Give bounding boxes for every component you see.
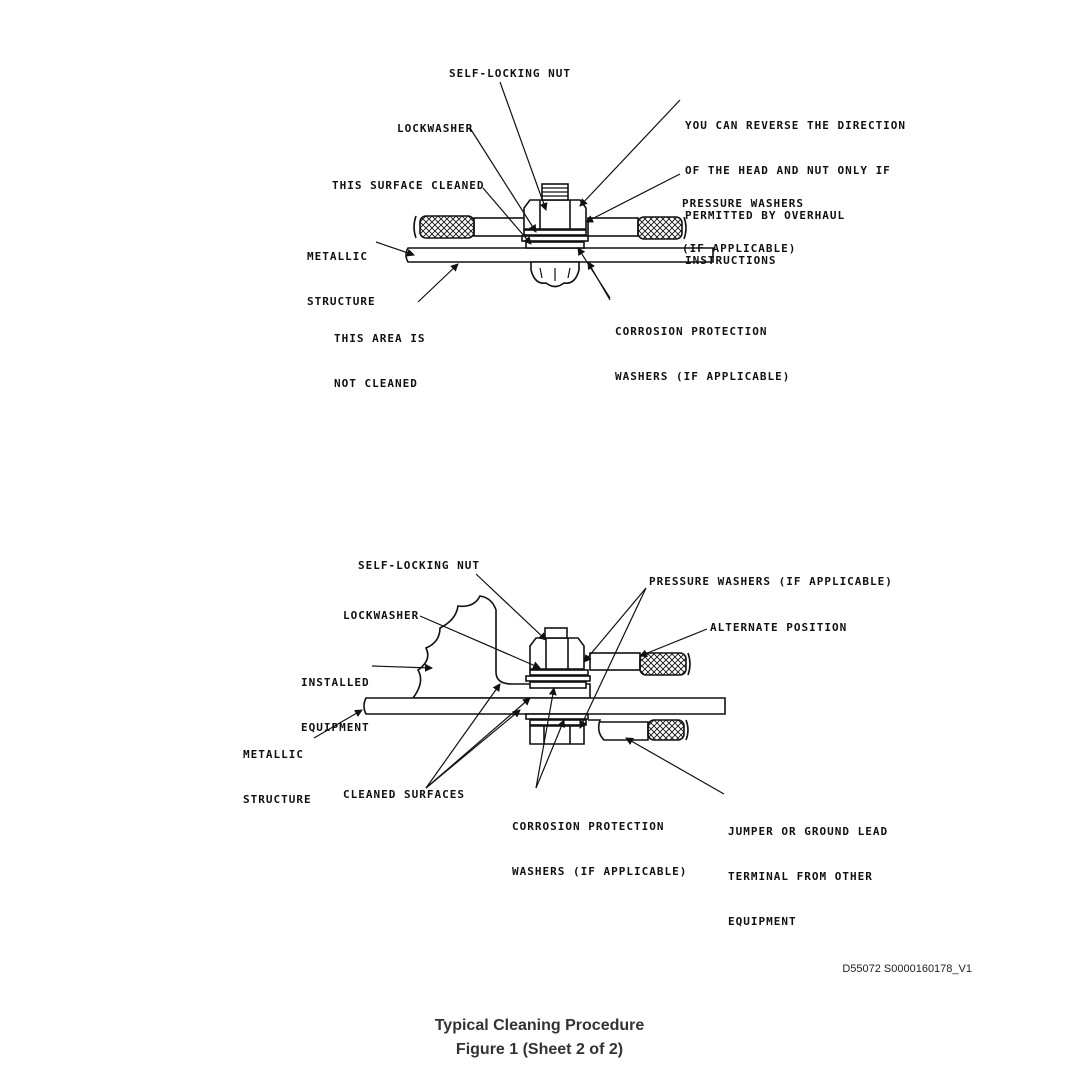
bottom-jumper-lead-label: JUMPER OR GROUND LEAD TERMINAL FROM OTHE… — [728, 794, 888, 944]
top-right-lug — [587, 217, 639, 237]
metallic-structure-line: STRUCTURE — [243, 793, 312, 806]
bottom-jumper-lug — [588, 719, 649, 741]
metallic-structure-line: METALLIC — [307, 250, 368, 263]
jumper-lead-line: JUMPER OR GROUND LEAD — [728, 825, 889, 838]
bottom-alternate-position-label: ALTERNATE POSITION — [710, 621, 848, 634]
bottom-top-lug — [589, 652, 641, 671]
bottom-cleaned-surfaces-label: CLEANED SURFACES — [343, 788, 465, 801]
jumper-lead-line: TERMINAL FROM OTHER — [728, 870, 873, 883]
reverse-note-line: PERMITTED BY OVERHAUL — [685, 209, 846, 222]
top-pressure-washers-label: PRESSURE WASHERS (IF APPLICABLE) — [682, 166, 804, 271]
jumper-lead-line: EQUIPMENT — [728, 915, 797, 928]
reverse-note-line: INSTRUCTIONS — [685, 254, 777, 267]
area-not-cleaned-line: THIS AREA IS — [334, 332, 426, 345]
metallic-structure-line: STRUCTURE — [307, 295, 376, 308]
reverse-note-line: YOU CAN REVERSE THE DIRECTION — [685, 119, 907, 132]
top-metallic-structure-label: METALLIC STRUCTURE — [307, 219, 376, 324]
bottom-corrosion-washers-label: CORROSION PROTECTION WASHERS (IF APPLICA… — [512, 789, 687, 894]
top-left-wire — [419, 215, 475, 239]
bottom-nut — [529, 637, 585, 670]
top-assembly — [405, 183, 714, 288]
bottom-top-wire — [639, 652, 687, 676]
bottom-jumper-wire — [647, 719, 685, 741]
area-not-cleaned-line: NOT CLEANED — [334, 377, 418, 390]
top-area-not-cleaned-label: THIS AREA IS NOT CLEANED — [334, 301, 425, 406]
top-reverse-note: YOU CAN REVERSE THE DIRECTION OF THE HEA… — [685, 88, 906, 283]
corrosion-washers-line: CORROSION PROTECTION — [512, 820, 665, 833]
top-self-locking-nut-label: SELF-LOCKING NUT — [449, 67, 571, 80]
corrosion-washers-line: WASHERS (IF APPLICABLE) — [615, 370, 791, 383]
bottom-installed-equipment-label: INSTALLED EQUIPMENT — [301, 645, 370, 750]
pressure-washers-line: (IF APPLICABLE) — [682, 242, 797, 255]
bottom-structure-plate — [363, 697, 726, 715]
bottom-bolt-head — [529, 725, 585, 745]
corrosion-washers-line: WASHERS (IF APPLICABLE) — [512, 865, 688, 878]
top-structure-plate — [405, 247, 714, 263]
figure-title: Typical Cleaning Procedure — [434, 1017, 645, 1034]
metallic-structure-line: METALLIC — [243, 748, 304, 761]
reverse-note-line: OF THE HEAD AND NUT ONLY IF — [685, 164, 891, 177]
installed-equipment-line: INSTALLED — [301, 676, 370, 689]
pressure-washers-line: PRESSURE WASHERS — [682, 197, 804, 210]
top-surface-cleaned-label: THIS SURFACE CLEANED — [332, 179, 485, 192]
drawing-id: D55072 S0000160178_V1 — [842, 963, 972, 975]
installed-equipment-line: EQUIPMENT — [301, 721, 370, 734]
bottom-pressure-washers-label: PRESSURE WASHERS (IF APPLICABLE) — [649, 575, 893, 588]
top-lockwasher-label: LOCKWASHER — [397, 122, 474, 135]
bottom-lockwasher-label: LOCKWASHER — [343, 609, 420, 622]
bottom-metallic-structure-label: METALLIC STRUCTURE — [243, 717, 312, 822]
top-nut — [523, 199, 587, 230]
top-right-wire — [637, 216, 683, 240]
figure-subtitle: Figure 1 (Sheet 2 of 2) — [455, 1041, 624, 1058]
installed-equipment-bracket — [411, 595, 591, 699]
top-corrosion-washers-label: CORROSION PROTECTION WASHERS (IF APPLICA… — [615, 294, 790, 399]
corrosion-washers-line: CORROSION PROTECTION — [615, 325, 768, 338]
bottom-self-locking-nut-label: SELF-LOCKING NUT — [358, 559, 480, 572]
bottom-assembly — [363, 595, 726, 745]
